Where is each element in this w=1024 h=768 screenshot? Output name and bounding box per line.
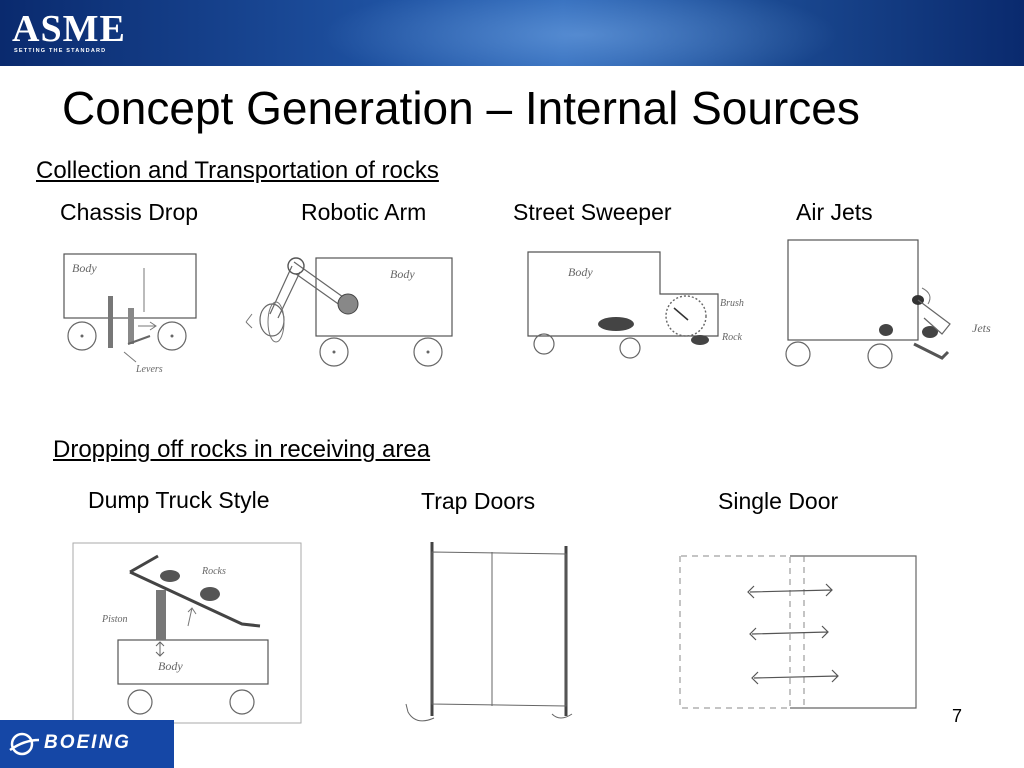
note-body: Body: [390, 267, 415, 281]
asme-logo-text: ASME: [12, 8, 126, 50]
boeing-emblem-icon: [9, 732, 40, 756]
note-levers: Levers: [135, 364, 163, 375]
asme-logo: ASME SETTING THE STANDARD: [12, 4, 128, 60]
sketch-street-sweeper: Body Brush Rock: [524, 246, 764, 366]
asme-logo-tagline: SETTING THE STANDARD: [14, 48, 107, 54]
note-rock: Rock: [721, 332, 743, 343]
collection-heading: Collection and Transportation of rocks: [36, 157, 439, 184]
sketch-dump-truck: Body Rocks Piston: [72, 542, 302, 724]
note-body: Body: [158, 659, 183, 673]
boeing-logo-text: BOEING: [44, 732, 131, 753]
sketch-single-door: [678, 552, 918, 712]
page-number: 7: [952, 706, 963, 726]
sketch-trap-doors: [400, 540, 580, 730]
sketch-air-jets: Jets: [782, 236, 1016, 376]
note-body: Body: [72, 261, 97, 275]
note-rocks: Rocks: [201, 566, 226, 577]
concept-label-single-door: Single Door: [718, 488, 839, 514]
note-body: Body: [568, 265, 593, 279]
concept-label-street-sweeper: Street Sweeper: [513, 199, 672, 225]
concept-label-robotic-arm: Robotic Arm: [301, 199, 427, 225]
note-brush: Brush: [720, 298, 744, 309]
header-band: ASME SETTING THE STANDARD: [0, 0, 1024, 66]
concept-label-air-jets: Air Jets: [796, 199, 873, 225]
concept-label-chassis-drop: Chassis Drop: [60, 199, 199, 225]
concept-label-trap-doors: Trap Doors: [421, 488, 536, 514]
sketch-chassis-drop: Body Levers: [58, 248, 208, 378]
sketch-robotic-arm: Body: [240, 238, 460, 378]
note-piston: Piston: [101, 614, 128, 625]
concept-label-dump-truck: Dump Truck Style: [88, 487, 270, 513]
dropping-heading: Dropping off rocks in receiving area: [53, 436, 431, 463]
header-highlight: [320, 0, 840, 66]
boeing-logo: BOEING: [0, 720, 174, 768]
slide-title: Concept Generation – Internal Sources: [62, 82, 860, 134]
note-jets: Jets: [972, 321, 991, 335]
